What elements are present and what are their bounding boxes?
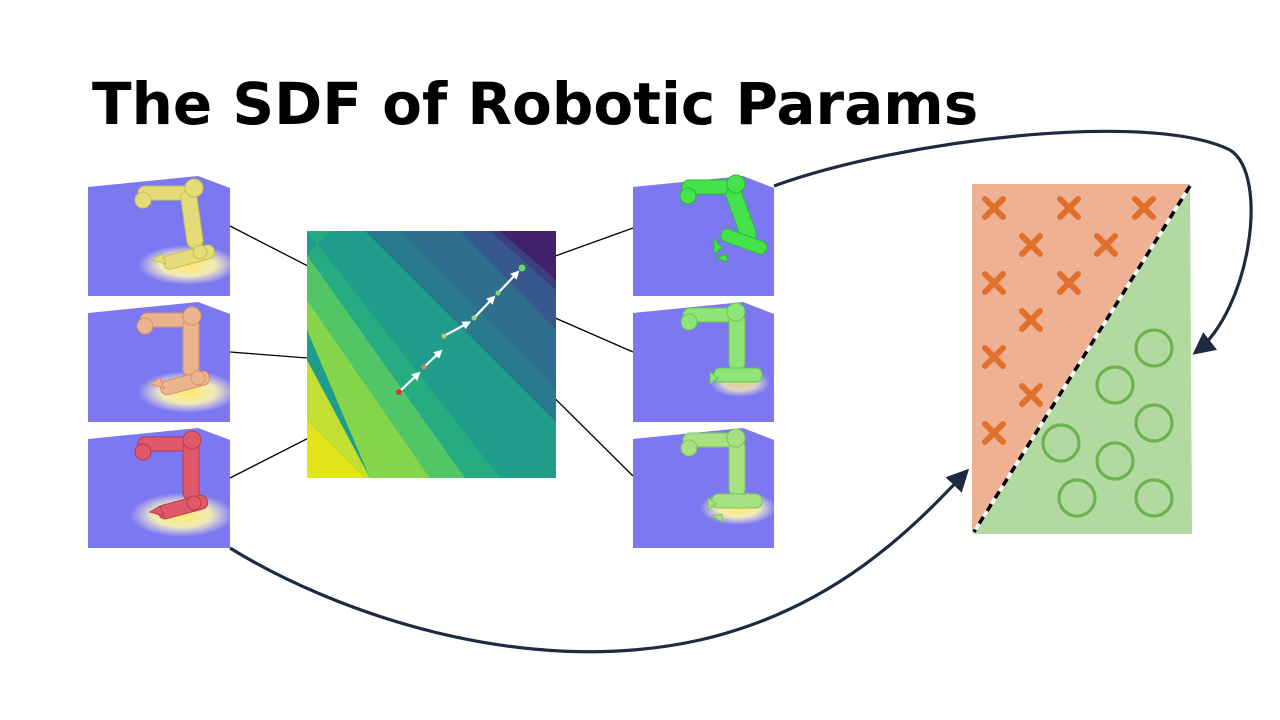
trajectory-point-6 bbox=[518, 264, 526, 272]
right-robot-panel-2 bbox=[633, 302, 774, 422]
cross-marker bbox=[982, 421, 1006, 445]
robot-arm-icon bbox=[134, 430, 209, 520]
slide-title: The SDF of Robotic Params bbox=[92, 70, 979, 138]
cross-marker bbox=[1057, 271, 1081, 295]
sdf-trajectory bbox=[396, 264, 526, 395]
unsafe-markers bbox=[982, 196, 1156, 445]
robot-arm-icon bbox=[679, 174, 768, 263]
circle-marker bbox=[1057, 478, 1097, 518]
left-robot-panel-3 bbox=[88, 428, 234, 548]
robot-arm-icon bbox=[680, 428, 763, 523]
safe-markers bbox=[1041, 328, 1174, 518]
circle-marker bbox=[1095, 365, 1135, 405]
cross-marker bbox=[1019, 383, 1043, 407]
left-robot-panel-1 bbox=[88, 176, 238, 296]
cross-marker bbox=[982, 345, 1006, 369]
circle-marker bbox=[1041, 423, 1081, 463]
robot-arm-icon bbox=[136, 306, 211, 396]
cross-marker bbox=[982, 196, 1006, 220]
cross-marker bbox=[1094, 233, 1118, 257]
right-robot-panel-1 bbox=[633, 174, 774, 296]
cross-marker bbox=[1057, 196, 1081, 220]
trajectory-point-4 bbox=[471, 315, 477, 321]
right-robot-panel-3 bbox=[633, 428, 776, 548]
trajectory-point-2 bbox=[421, 364, 427, 370]
curved-arrow-bottom bbox=[229, 468, 970, 654]
sdf-band-7 bbox=[460, 231, 556, 330]
circle-marker bbox=[1134, 328, 1174, 368]
trajectory-point-5 bbox=[495, 290, 501, 296]
robot-arm-icon bbox=[134, 178, 216, 270]
classifier-panel bbox=[972, 184, 1192, 534]
circle-marker bbox=[1134, 478, 1174, 518]
trajectory-point-3 bbox=[441, 333, 447, 339]
circle-marker bbox=[1095, 441, 1135, 481]
cross-marker bbox=[982, 271, 1006, 295]
circle-marker bbox=[1134, 403, 1174, 443]
sdf-band-2 bbox=[307, 330, 370, 478]
cross-marker bbox=[1019, 233, 1043, 257]
curved-arrow-top bbox=[773, 129, 1253, 355]
robot-arm-icon bbox=[680, 302, 763, 385]
sdf-band-6b bbox=[400, 231, 556, 390]
cross-marker bbox=[1132, 196, 1156, 220]
cross-marker bbox=[1019, 308, 1043, 332]
sdf-band-4 bbox=[307, 231, 500, 478]
trajectory-point-1 bbox=[396, 389, 402, 395]
sdf-band-7b bbox=[490, 231, 556, 290]
left-robot-panel-2 bbox=[88, 302, 238, 422]
